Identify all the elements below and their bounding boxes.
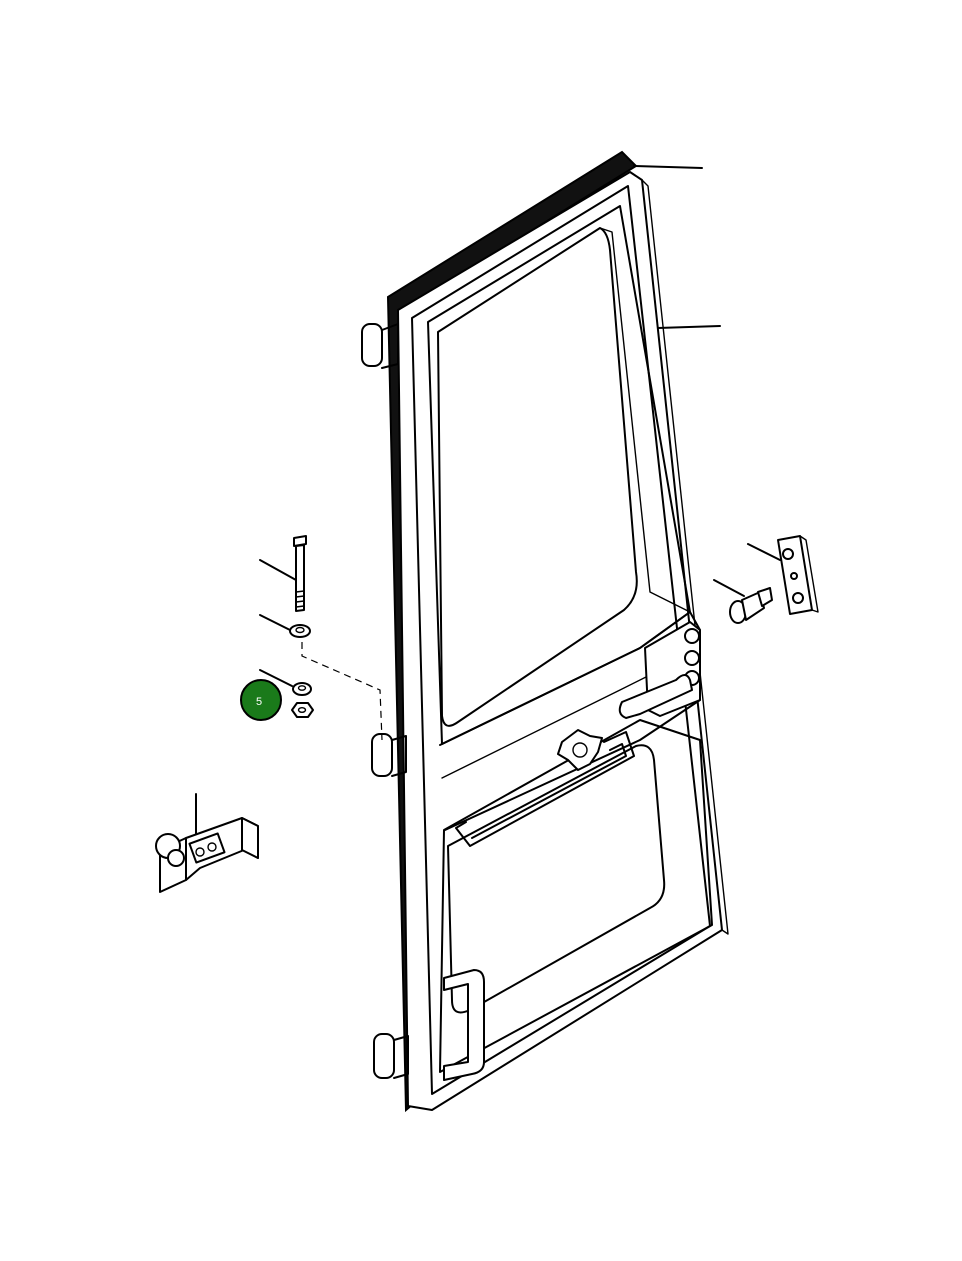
callout-badge[interactable]: [240, 679, 282, 721]
catch-bracket-end: [241, 817, 259, 859]
bolt-shank: [295, 544, 305, 612]
striker-hole-bottom: [792, 592, 804, 604]
leader-seal: [633, 165, 703, 169]
striker-pin-shank: [741, 591, 765, 621]
catch-hole-2: [207, 842, 217, 852]
callout-label: 5: [256, 696, 262, 708]
door-lever-handle: [618, 674, 693, 719]
leader-bolt: [259, 559, 297, 581]
star-knob-center: [572, 742, 588, 758]
upper-window-depth: [599, 227, 691, 613]
window-slide-rod: [455, 731, 635, 847]
callout-5[interactable]: 5: [240, 679, 282, 721]
hex-nut: [291, 702, 314, 718]
hinge-middle-barrel: [371, 733, 393, 777]
flat-washer: [289, 624, 311, 638]
lower-window-frame: [439, 719, 713, 1073]
upper-window-glass: [437, 227, 638, 727]
catch-hole-1: [195, 847, 205, 857]
flat-washer-hole: [295, 626, 305, 634]
hex-nut-hole: [297, 707, 307, 714]
leader-washer: [259, 614, 291, 631]
grab-handle: [443, 969, 485, 1081]
hinge-top: [361, 323, 399, 369]
latch-screw-upper: [684, 628, 700, 644]
striker-hole-top: [782, 548, 794, 560]
leader-lock-washer: [259, 669, 293, 687]
hinge-bolt: [293, 535, 307, 612]
striker-hole-middle: [790, 572, 798, 580]
latch-screw-lower: [684, 650, 700, 666]
striker-pin-thread: [757, 587, 773, 607]
door-frame-depth-line: [641, 179, 729, 935]
door-assembly: [386, 150, 729, 1113]
hinge-top-leaf: [381, 323, 399, 369]
hinge-middle: [371, 733, 407, 777]
leader-striker-pin: [713, 579, 745, 597]
door-cross-rail-edge: [441, 675, 649, 779]
lock-washer-hole: [297, 685, 307, 691]
leader-lines: [195, 165, 781, 841]
catch-roller-hub: [167, 849, 185, 867]
leader-striker-plate: [747, 543, 781, 561]
striker-plate-edge: [799, 535, 819, 613]
hinge-bottom-leaf: [393, 1035, 409, 1079]
bolt-head: [293, 535, 307, 547]
door-catch-bracket: [155, 817, 259, 893]
window-slide-rod-inner: [471, 743, 627, 839]
assembly-path-dashed: [301, 642, 383, 741]
leader-door-frame: [657, 325, 721, 329]
striker-plate: [777, 535, 819, 615]
lower-window-glass: [447, 744, 666, 1014]
hinge-top-barrel: [361, 323, 383, 367]
hinge-bottom-barrel: [373, 1033, 395, 1079]
bolt-thread: [295, 590, 305, 608]
star-knob: [557, 729, 603, 771]
door-latch-assembly: [455, 621, 701, 847]
hinge-middle-leaf: [391, 735, 407, 777]
lock-washer: [292, 682, 312, 696]
hinge-bottom: [373, 1033, 409, 1079]
striker-pin: [729, 587, 773, 624]
